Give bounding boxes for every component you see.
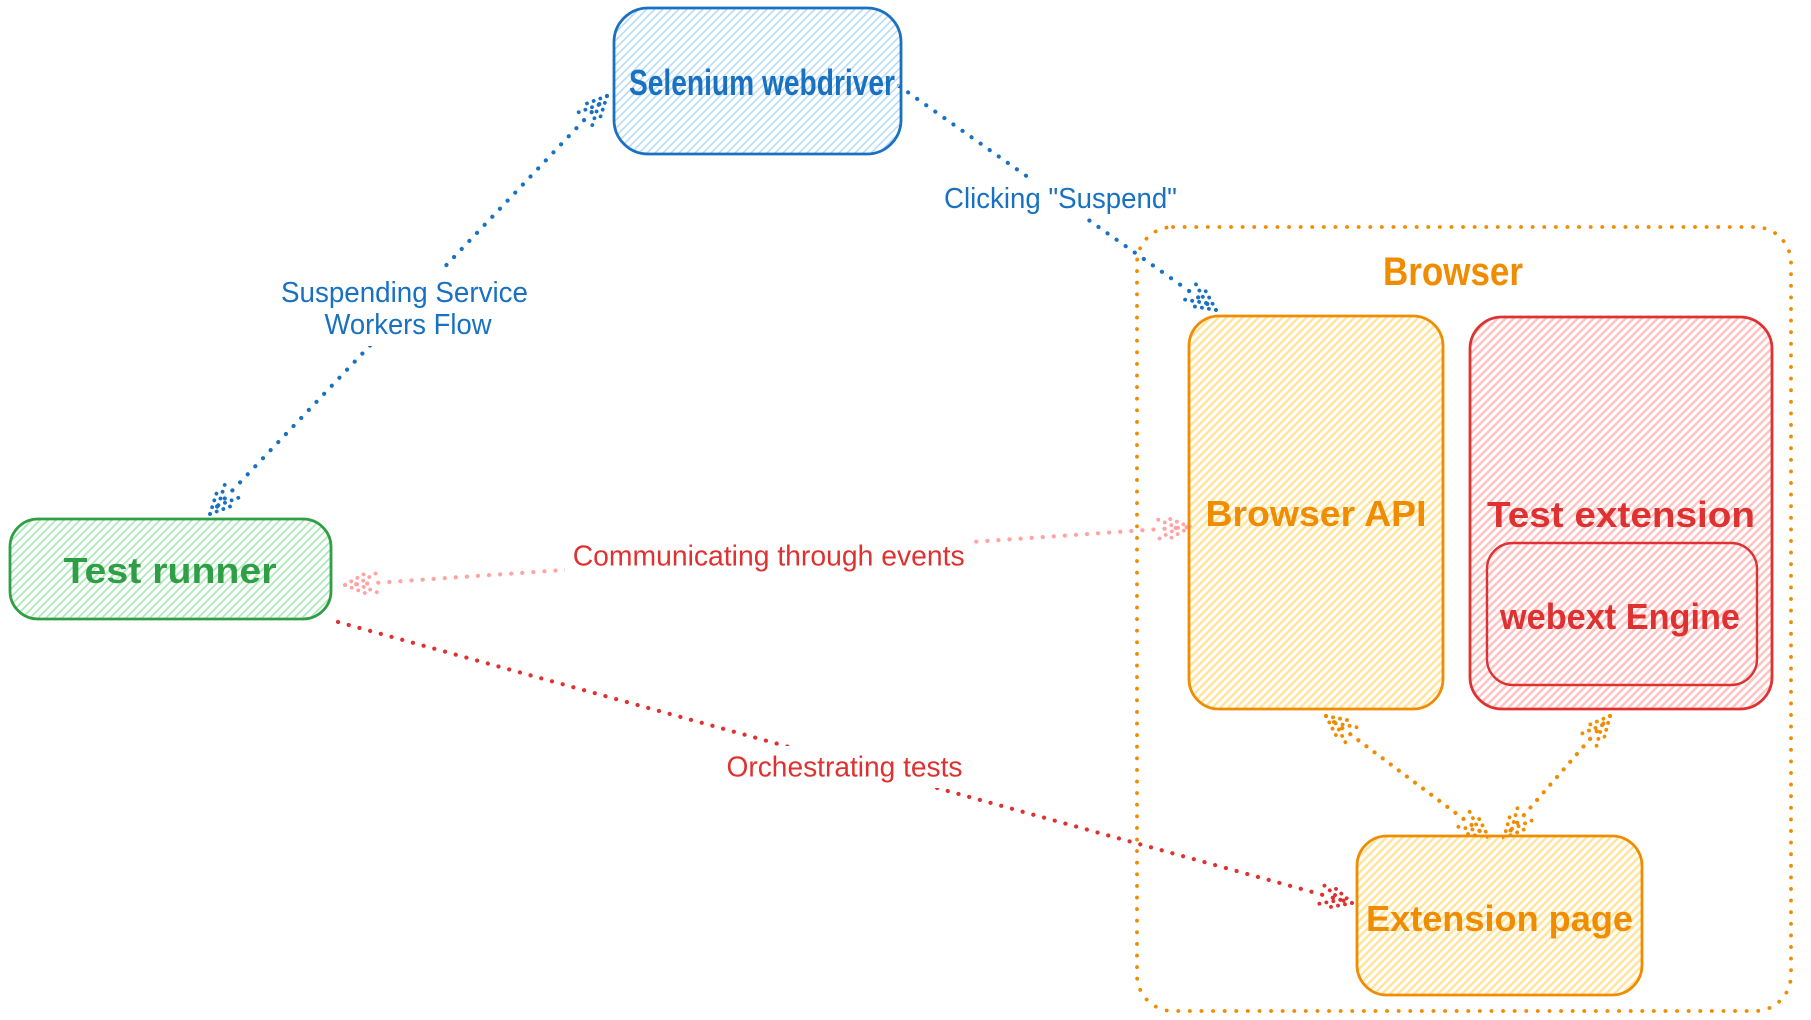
svg-text:Test extension: Test extension	[1487, 494, 1755, 535]
svg-text:webext Engine: webext Engine	[1499, 596, 1740, 637]
svg-text:Suspending Service: Suspending Service	[281, 277, 528, 309]
svg-text:Communicating through events: Communicating through events	[573, 541, 965, 573]
svg-text:Browser: Browser	[1383, 250, 1523, 294]
svg-text:Clicking "Suspend": Clicking "Suspend"	[944, 183, 1177, 215]
svg-text:Selenium webdriver: Selenium webdriver	[629, 62, 895, 103]
svg-text:Browser API: Browser API	[1206, 493, 1427, 534]
svg-text:Extension page: Extension page	[1366, 898, 1633, 939]
svg-text:Workers Flow: Workers Flow	[325, 309, 493, 341]
svg-text:Orchestrating tests: Orchestrating tests	[727, 752, 963, 784]
svg-text:Test runner: Test runner	[64, 550, 277, 591]
